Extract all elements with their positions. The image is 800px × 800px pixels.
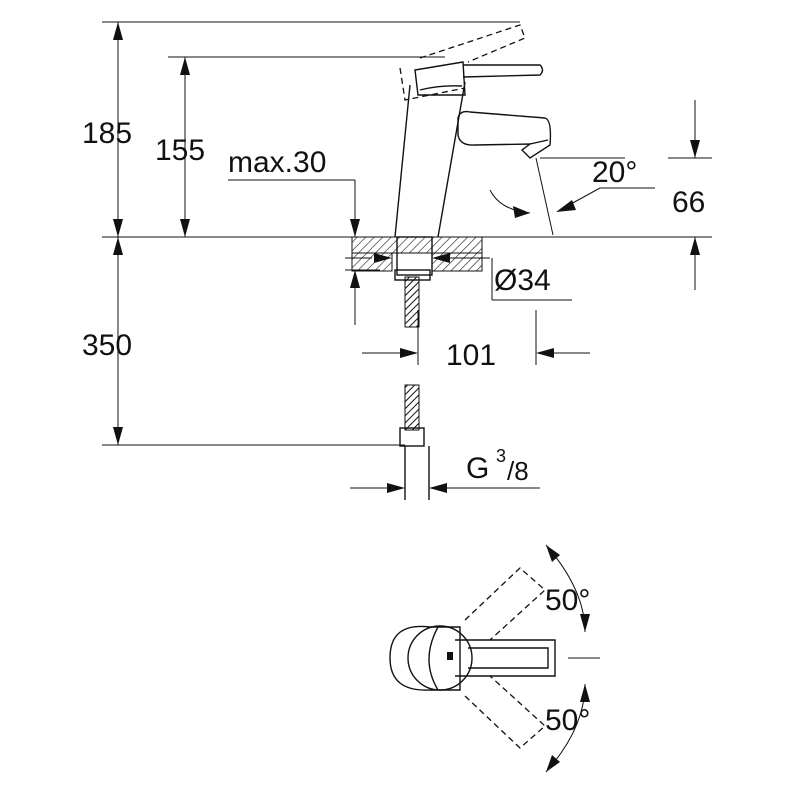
faucet-body xyxy=(394,61,552,238)
dim-diameter-34 xyxy=(491,258,572,301)
hose-end xyxy=(399,384,430,500)
mounting-hardware xyxy=(345,236,490,328)
label-350: 350 xyxy=(82,329,132,362)
label-50-degrees-bottom: 50° xyxy=(545,704,590,737)
label-155: 155 xyxy=(155,134,205,167)
lever-alt-position xyxy=(399,24,526,101)
label-thread-num: 3 xyxy=(496,446,506,466)
label-diameter-34: Ø34 xyxy=(494,264,551,297)
label-185: 185 xyxy=(82,117,132,150)
top-view-lever xyxy=(455,639,556,677)
dim-101 xyxy=(362,310,590,365)
top-view-base xyxy=(389,625,461,691)
label-thread-letter: G xyxy=(466,452,489,485)
side-view xyxy=(102,21,712,500)
label-max30: max.30 xyxy=(228,146,326,179)
dim-66 xyxy=(668,100,712,290)
dim-350 xyxy=(113,237,123,445)
label-50-degrees-top: 50° xyxy=(545,584,590,617)
label-20-degrees: 20° xyxy=(592,156,637,189)
dim-185 xyxy=(102,21,520,237)
dim-thread xyxy=(350,483,540,493)
dim-155 xyxy=(168,56,445,237)
dim-20-degrees xyxy=(489,157,655,236)
top-view xyxy=(389,544,600,773)
label-66: 66 xyxy=(672,186,705,219)
label-thread-den: /8 xyxy=(507,456,529,486)
dim-max30 xyxy=(228,179,380,325)
label-101: 101 xyxy=(446,339,496,372)
